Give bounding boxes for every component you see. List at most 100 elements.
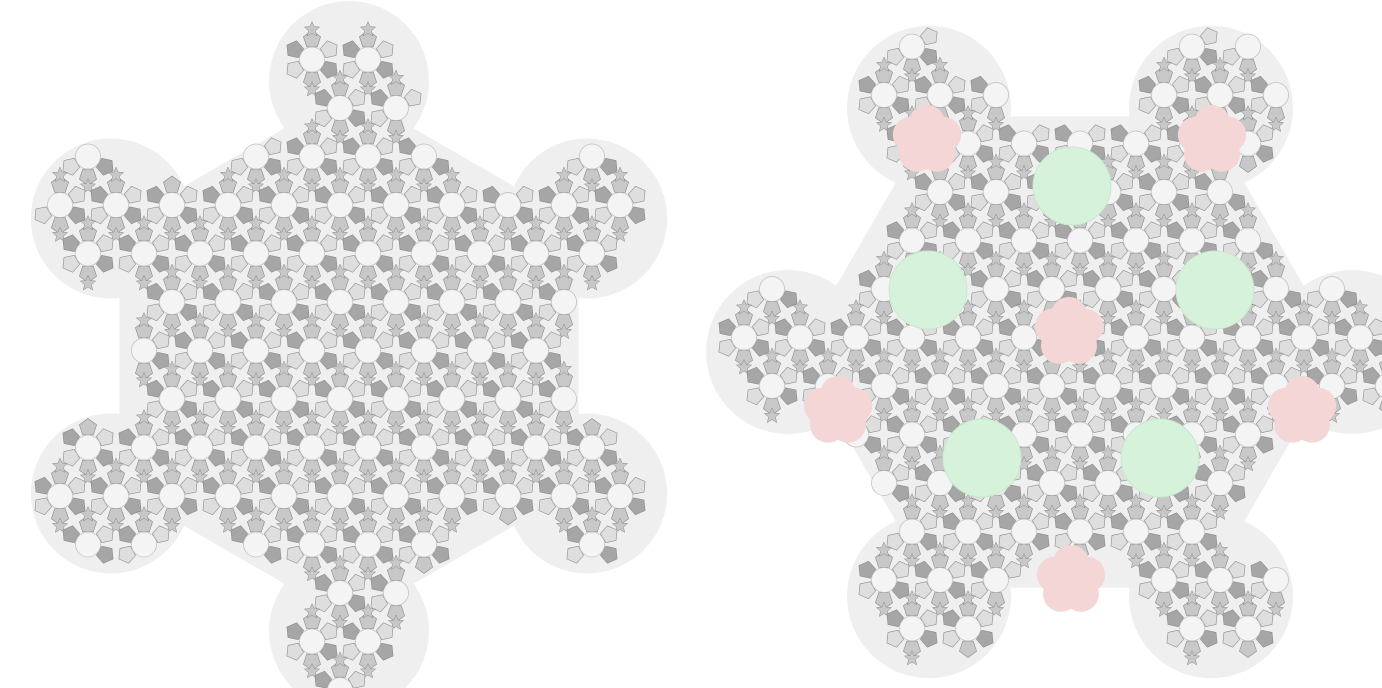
circle-tile — [216, 386, 241, 411]
circle-tile — [1208, 179, 1233, 204]
circle-tile — [244, 532, 269, 557]
circle-tile — [300, 241, 325, 266]
circle-tile — [1040, 470, 1065, 495]
disc-highlight — [1033, 147, 1111, 225]
circle-tile — [1040, 276, 1065, 301]
circle-tile — [356, 144, 381, 169]
flower-center — [818, 391, 858, 431]
circle-tile — [76, 435, 101, 460]
circle-tile — [984, 567, 1009, 592]
circle-tile — [580, 241, 605, 266]
disc-highlight — [1121, 419, 1199, 497]
circle-tile — [1068, 228, 1093, 253]
circle-tile — [608, 192, 633, 217]
flower-center — [1051, 560, 1091, 600]
circle-tile — [900, 422, 925, 447]
circle-tile — [48, 192, 73, 217]
circle-tile — [872, 373, 897, 398]
circle-tile — [984, 179, 1009, 204]
circle-tile — [524, 338, 549, 363]
circle-tile — [356, 532, 381, 557]
circle-tile — [552, 289, 577, 314]
circle-tile — [984, 82, 1009, 107]
circle-tile — [440, 483, 465, 508]
circle-tile — [1180, 34, 1205, 59]
circle-tile — [956, 325, 981, 350]
circle-tile — [580, 532, 605, 557]
circle-tile — [412, 144, 437, 169]
circle-tile — [384, 386, 409, 411]
circle-tile — [300, 435, 325, 460]
circle-tile — [412, 532, 437, 557]
circle-tile — [1180, 325, 1205, 350]
circle-tile — [104, 483, 129, 508]
circle-tile — [1124, 131, 1149, 156]
circle-tile — [1236, 325, 1261, 350]
circle-tile — [1096, 276, 1121, 301]
circle-tile — [1068, 422, 1093, 447]
circle-tile — [496, 289, 521, 314]
circle-tile — [300, 47, 325, 72]
circle-tile — [1208, 82, 1233, 107]
circle-tile — [1208, 470, 1233, 495]
circle-tile — [384, 580, 409, 605]
circle-tile — [272, 289, 297, 314]
circle-tile — [524, 241, 549, 266]
circle-tile — [1264, 82, 1289, 107]
circle-tile — [900, 616, 925, 641]
circle-tile — [300, 338, 325, 363]
circle-tile — [440, 192, 465, 217]
circle-tile — [524, 435, 549, 460]
circle-tile — [1152, 373, 1177, 398]
circle-tile — [412, 241, 437, 266]
circle-tile — [356, 47, 381, 72]
circle-tile — [928, 82, 953, 107]
circle-tile — [1180, 519, 1205, 544]
circle-tile — [928, 179, 953, 204]
circle-tile — [76, 144, 101, 169]
circle-tile — [984, 373, 1009, 398]
circle-tile — [132, 435, 157, 460]
circle-tile — [760, 276, 785, 301]
circle-tile — [1208, 373, 1233, 398]
circle-tile — [160, 289, 185, 314]
circle-tile — [872, 567, 897, 592]
circle-tile — [496, 483, 521, 508]
circle-tile — [956, 519, 981, 544]
circle-tile — [1040, 373, 1065, 398]
disc-highlight — [943, 419, 1021, 497]
circle-tile — [1152, 82, 1177, 107]
disc-highlight — [889, 251, 967, 329]
circle-tile — [900, 228, 925, 253]
circle-tile — [1068, 519, 1093, 544]
circle-tile — [1348, 325, 1373, 350]
circle-tile — [552, 386, 577, 411]
circle-tile — [1236, 34, 1261, 59]
circle-tile — [188, 435, 213, 460]
circle-tile — [104, 192, 129, 217]
circle-tile — [440, 386, 465, 411]
circle-tile — [188, 338, 213, 363]
circle-tile — [872, 82, 897, 107]
circle-tile — [300, 144, 325, 169]
circle-tile — [928, 567, 953, 592]
circle-tile — [244, 241, 269, 266]
circle-tile — [1124, 228, 1149, 253]
circle-tile — [496, 192, 521, 217]
circle-tile — [984, 276, 1009, 301]
circle-tile — [1012, 325, 1037, 350]
circle-tile — [1208, 567, 1233, 592]
circle-tile — [900, 519, 925, 544]
circle-tile — [1180, 616, 1205, 641]
circle-tile — [1012, 519, 1037, 544]
circle-tile — [76, 241, 101, 266]
circle-tile — [160, 386, 185, 411]
circle-tile — [244, 435, 269, 460]
circle-tile — [328, 580, 353, 605]
flower-center — [1282, 391, 1322, 431]
circle-tile — [1264, 276, 1289, 301]
circle-tile — [552, 192, 577, 217]
circle-tile — [384, 289, 409, 314]
panel-left — [31, 1, 667, 688]
